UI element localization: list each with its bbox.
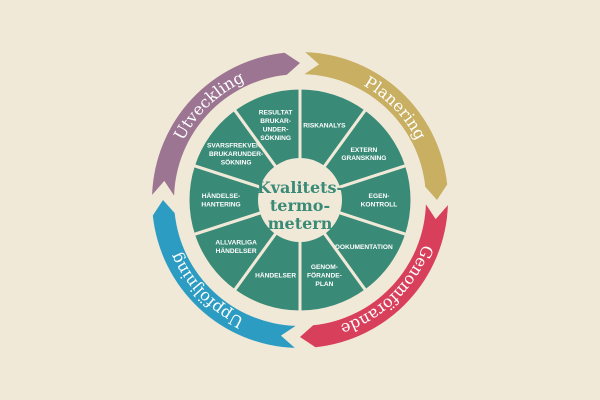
phase-arrow-3 — [152, 200, 296, 348]
segment-label: HÄNDELSER — [255, 272, 296, 280]
center-circle — [258, 158, 342, 242]
wheel-segment — [232, 86, 302, 170]
center-title-line-3: metern — [268, 214, 333, 233]
segment-label: HÄNDELSE-HANTERING — [201, 192, 240, 208]
center-title-line-1: Kvalitets- — [257, 178, 343, 197]
phase-arrow-2 — [300, 204, 448, 348]
segment-label: EGEN-KONTROLL — [361, 193, 398, 208]
segment-label: RISKANALYS — [303, 122, 346, 129]
segment-label: DOKUMENTATION — [335, 244, 393, 251]
segment-label: GENOM-FÖRANDE-PLAN — [307, 264, 342, 288]
center-title-line-2: termo- — [270, 196, 330, 215]
phase-arrow-1 — [304, 52, 448, 201]
phase-arrow-4 — [152, 52, 300, 196]
